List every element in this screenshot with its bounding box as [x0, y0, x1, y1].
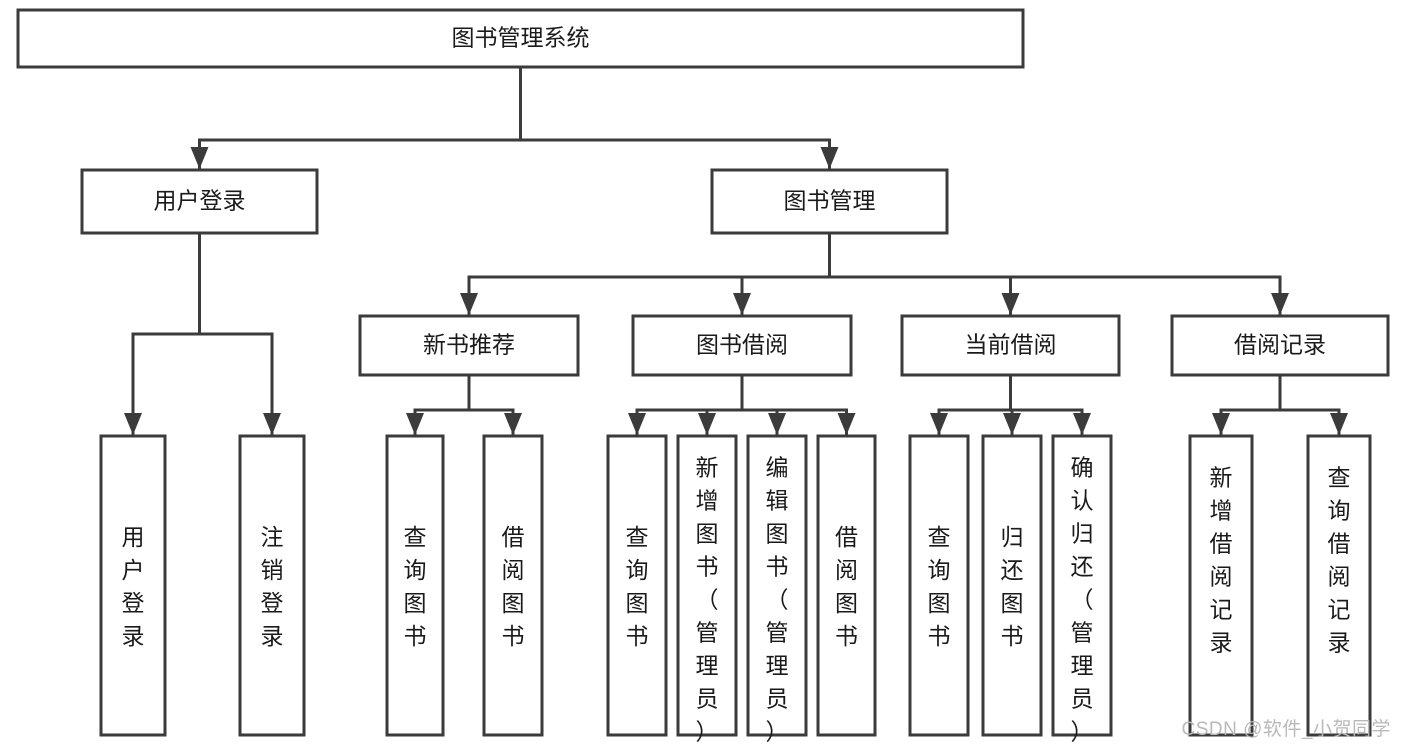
node-box — [606, 434, 668, 737]
node-label: 新增借阅记录 — [1210, 465, 1233, 656]
node-label: 借阅图书 — [835, 524, 858, 649]
node-leaf-5[interactable]: 新增图书（管理员） — [676, 434, 738, 745]
node-leaf-2[interactable]: 查询图书 — [385, 434, 445, 737]
arrow-head-icon — [837, 413, 856, 435]
node-leaf-7[interactable]: 借阅图书 — [816, 434, 877, 737]
node-leaf-10[interactable]: 确认归还（管理员） — [1051, 434, 1113, 745]
node-leaf-1[interactable]: 注销登录 — [238, 434, 306, 737]
node-label: 借阅图书 — [502, 524, 525, 649]
arrow-head-icon — [1271, 293, 1289, 315]
node-leaf-3[interactable]: 借阅图书 — [482, 434, 544, 737]
arrow-head-icon — [1001, 293, 1020, 315]
arrow-head-icon — [733, 293, 751, 315]
node-box — [238, 434, 306, 737]
arrow-head-icon — [263, 413, 281, 435]
node-root-0[interactable]: 图书管理系统 — [16, 8, 1025, 69]
arrow-head-icon — [190, 147, 209, 169]
node-box — [16, 8, 1025, 69]
node-label: 当前借阅 — [965, 332, 1057, 358]
node-box — [676, 434, 738, 737]
node-leaf-9[interactable]: 归还图书 — [981, 434, 1043, 737]
node-layer: 图书管理系统用户登录图书管理新书推荐图书借阅当前借阅借阅记录用户登录注销登录查询… — [16, 8, 1390, 745]
arrow-head-icon — [124, 413, 142, 435]
node-box — [816, 434, 877, 737]
node-level3-1[interactable]: 图书借阅 — [631, 314, 853, 377]
watermark-text: CSDN @软件_小贺同学 — [1181, 719, 1391, 740]
arrow-head-icon — [1330, 413, 1348, 435]
node-label: 归还图书 — [1001, 524, 1024, 649]
node-label: 查询图书 — [404, 524, 427, 649]
node-leaf-0[interactable]: 用户登录 — [99, 434, 167, 737]
node-label: 查询借阅记录 — [1328, 465, 1351, 656]
node-level3-2[interactable]: 当前借阅 — [900, 314, 1121, 377]
node-box — [1306, 434, 1372, 737]
node-box — [385, 434, 445, 737]
node-leaf-4[interactable]: 查询图书 — [606, 434, 668, 737]
node-box — [1170, 314, 1390, 377]
arrow-head-icon — [1003, 413, 1021, 435]
node-label: 图书借阅 — [696, 332, 788, 358]
node-label: 编辑图书（管理员） — [766, 455, 789, 745]
node-box — [746, 434, 808, 737]
node-box — [358, 314, 580, 377]
node-box — [900, 314, 1121, 377]
node-label: 借阅记录 — [1234, 332, 1326, 358]
arrow-head-icon — [1212, 413, 1230, 435]
node-box — [99, 434, 167, 737]
node-label: 图书管理系统 — [452, 25, 590, 51]
node-leaf-8[interactable]: 查询图书 — [908, 434, 970, 737]
node-label: 查询图书 — [928, 524, 951, 649]
node-box — [80, 168, 319, 235]
node-label: 注销登录 — [261, 524, 284, 649]
connector-layer — [124, 65, 1348, 436]
node-label: 用户登录 — [122, 524, 145, 649]
node-box — [710, 168, 949, 235]
arrow-head-icon — [406, 413, 424, 435]
arrow-head-icon — [460, 293, 478, 315]
arrow-head-icon — [504, 413, 522, 435]
node-label: 新增图书（管理员） — [696, 455, 719, 745]
node-box — [1051, 434, 1113, 737]
node-label: 新书推荐 — [423, 332, 515, 358]
node-leaf-11[interactable]: 新增借阅记录 — [1188, 434, 1254, 737]
node-leaf-12[interactable]: 查询借阅记录 — [1306, 434, 1372, 737]
arrow-head-icon — [820, 147, 839, 169]
node-level3-0[interactable]: 新书推荐 — [358, 314, 580, 377]
arrow-head-icon — [930, 413, 948, 435]
node-label: 用户登录 — [154, 188, 246, 214]
node-level2-0[interactable]: 用户登录 — [80, 168, 319, 235]
node-leaf-6[interactable]: 编辑图书（管理员） — [746, 434, 808, 745]
arrow-head-icon — [698, 413, 716, 435]
node-level2-1[interactable]: 图书管理 — [710, 168, 949, 235]
node-label: 图书管理 — [784, 188, 876, 214]
node-level3-3[interactable]: 借阅记录 — [1170, 314, 1390, 377]
node-label: 确认归还（管理员） — [1071, 455, 1094, 745]
node-label: 查询图书 — [626, 524, 649, 649]
node-box — [482, 434, 544, 737]
node-box — [1188, 434, 1254, 737]
arrow-head-icon — [768, 413, 786, 435]
node-box — [981, 434, 1043, 737]
arrow-head-icon — [628, 413, 646, 435]
arrow-head-icon — [1073, 413, 1091, 435]
node-box — [631, 314, 853, 377]
node-box — [908, 434, 970, 737]
